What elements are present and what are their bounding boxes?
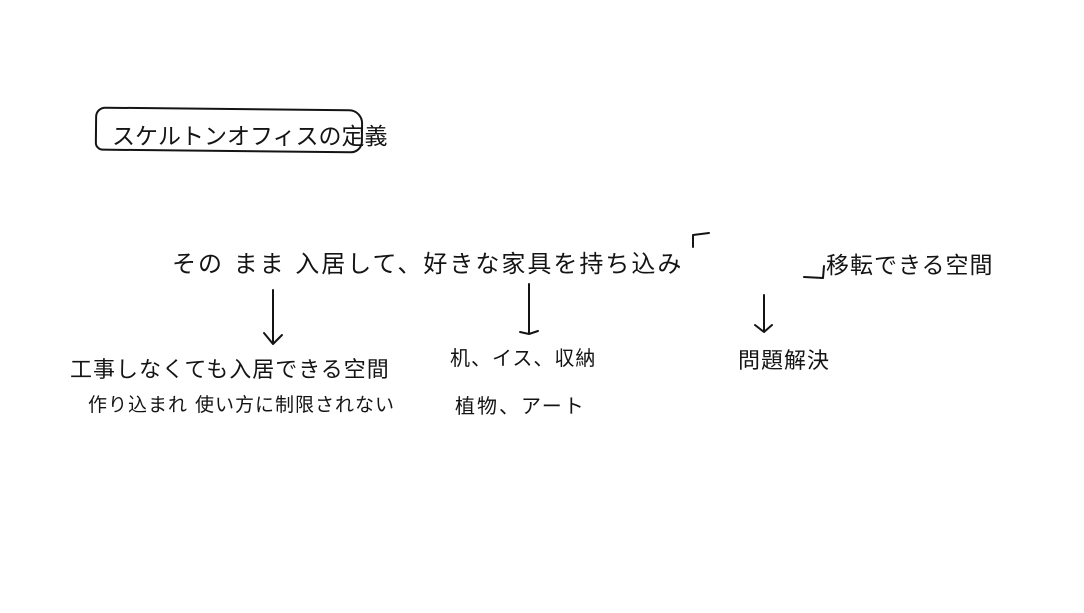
main-statement: その まま 入居して、好きな家具を持ち込み xyxy=(172,250,684,278)
arrow-down-icon xyxy=(263,289,283,345)
branch-1-line-2: 作り込まれ 使い方に制限されない xyxy=(88,394,396,416)
arrow-down-icon xyxy=(754,294,773,333)
close-bracket-icon xyxy=(803,265,825,279)
side-note: 移転できる空間 xyxy=(826,253,994,279)
open-bracket-icon xyxy=(692,232,710,248)
branch-2-line-1: 机、イス、収納 xyxy=(450,346,597,370)
branch-3-line-1: 問題解決 xyxy=(738,349,831,374)
diagram-title: スケルトンオフィスの定義 xyxy=(112,124,388,150)
arrow-down-icon xyxy=(519,283,539,335)
branch-2-line-2: 植物、アート xyxy=(455,394,586,418)
branch-1-line-1: 工事しなくても入居できる空間 xyxy=(70,358,390,383)
